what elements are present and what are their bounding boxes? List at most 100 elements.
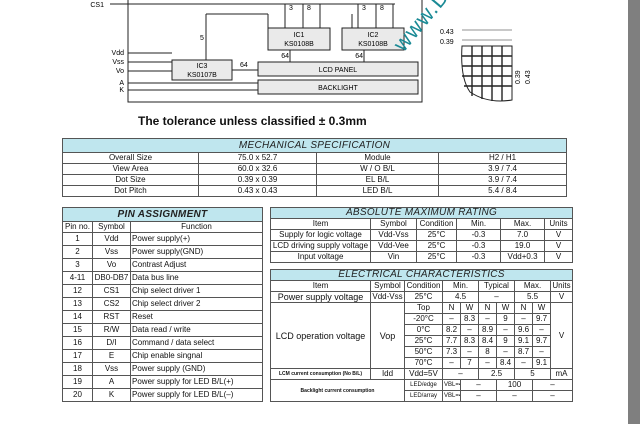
table-cell: – <box>531 379 574 391</box>
table-cell: Command / data select <box>130 336 263 350</box>
table-cell: 60.0 x 32.6 <box>198 163 317 175</box>
column-header: Min. <box>442 280 479 292</box>
ic2-part: KS0108B <box>358 41 388 48</box>
table-cell: – <box>442 357 461 369</box>
column-header: Symbol <box>92 221 131 233</box>
table-cell: – <box>531 390 574 402</box>
table-cell: 25°C <box>416 240 457 252</box>
lcd-panel-box <box>257 61 419 77</box>
table-cell: Power supply for LED B/L(–) <box>130 388 263 402</box>
table-cell: 9.7 <box>532 313 551 325</box>
table-cell: 9.7 <box>532 335 551 347</box>
svg-text:3: 3 <box>362 5 366 12</box>
table-cell: Power supply(GND) <box>130 245 263 259</box>
table-cell: 19.0 <box>500 240 545 252</box>
table-cell: V <box>543 229 574 241</box>
table-cell: 0.39 x 0.39 <box>198 174 317 186</box>
table-cell: Overall Size <box>62 152 199 164</box>
table-cell: Backlight current consumption <box>270 379 405 402</box>
table-cell: Chip select driver 1 <box>130 284 263 298</box>
column-header: Typical <box>478 280 515 292</box>
table-cell: Vdd <box>92 232 131 246</box>
cs1-label: CS1 <box>90 2 104 9</box>
table-cell: Vo <box>92 258 131 272</box>
dim-039: 0.39 <box>440 39 454 46</box>
table-cell: View Area <box>62 163 199 175</box>
table-cell: W <box>460 302 479 314</box>
table-cell: 100 <box>496 379 533 391</box>
k-label: K <box>119 87 124 94</box>
svg-text:64: 64 <box>281 53 289 60</box>
table-cell: LCD driving supply voltage <box>270 240 371 252</box>
table-cell: Contrast Adjust <box>130 258 263 272</box>
table-cell: CS2 <box>92 297 131 311</box>
table-cell: 75.0 x 52.7 <box>198 152 317 164</box>
svg-text:64: 64 <box>355 53 363 60</box>
table-cell: 4.5 <box>442 291 479 303</box>
table-cell: 15 <box>62 323 93 337</box>
table-cell: – <box>532 324 551 336</box>
svg-text:8: 8 <box>307 5 311 12</box>
absmax-title: ABSOLUTE MAXIMUM RATING <box>269 207 574 219</box>
column-header: Units <box>549 280 574 292</box>
table-cell: 13 <box>62 297 93 311</box>
table-cell: 9.6 <box>514 324 533 336</box>
table-cell: 1 <box>62 232 93 246</box>
table-cell: Dot Size <box>62 174 199 186</box>
table-cell: 9.1 <box>514 335 533 347</box>
table-cell: Chip select driver 2 <box>130 297 263 311</box>
ic1-part: KS0108B <box>284 41 314 48</box>
table-cell: Chip enable singnal <box>130 349 263 363</box>
table-cell: 0.43 x 0.43 <box>198 185 317 197</box>
table-cell: -0.3 <box>456 251 501 263</box>
table-cell: K <box>92 388 131 402</box>
table-cell: 17 <box>62 349 93 363</box>
a-label: A <box>119 80 124 87</box>
table-cell: 18 <box>62 362 93 376</box>
dim-043: 0.43 <box>440 29 454 36</box>
column-header: Function <box>130 221 263 233</box>
table-cell: A <box>92 375 131 389</box>
page-right-border <box>628 0 640 424</box>
vss-label: Vss <box>112 59 124 66</box>
table-cell: Vdd-Vee <box>370 240 417 252</box>
vdd-label: Vdd <box>112 50 125 57</box>
table-cell: 14 <box>62 310 93 324</box>
table-cell: 8.7 <box>514 346 533 358</box>
table-cell: – <box>478 357 497 369</box>
table-cell: R/W <box>92 323 131 337</box>
table-cell: – <box>460 379 497 391</box>
table-cell: 8.4 <box>496 357 515 369</box>
table-cell: N <box>442 302 461 314</box>
table-cell: Vin <box>370 251 417 263</box>
table-cell: D/I <box>92 336 131 350</box>
table-row: 70°C–7–8.4–9.1 <box>271 357 573 369</box>
table-cell: Module <box>316 152 439 164</box>
ic3-name: IC3 <box>197 63 208 70</box>
table-cell: LED/array <box>404 390 443 402</box>
backlight-box <box>257 79 419 95</box>
table-cell: W / O B/L <box>316 163 439 175</box>
column-header: Condition <box>404 280 443 292</box>
dim-039-vert: 0.39 <box>515 70 522 84</box>
lcd-panel-label: LCD PANEL <box>319 67 357 74</box>
table-cell: 4-11 <box>62 271 93 285</box>
table-cell: 2 <box>62 245 93 259</box>
table-cell: Power supply voltage <box>270 291 371 303</box>
table-cell: Reset <box>130 310 263 324</box>
table-cell: VBL=4.2V <box>442 379 461 391</box>
table-cell: 7.0 <box>500 229 545 241</box>
table-cell: 3.9 / 7.4 <box>437 163 568 175</box>
table-cell: Dot Pitch <box>62 185 199 197</box>
